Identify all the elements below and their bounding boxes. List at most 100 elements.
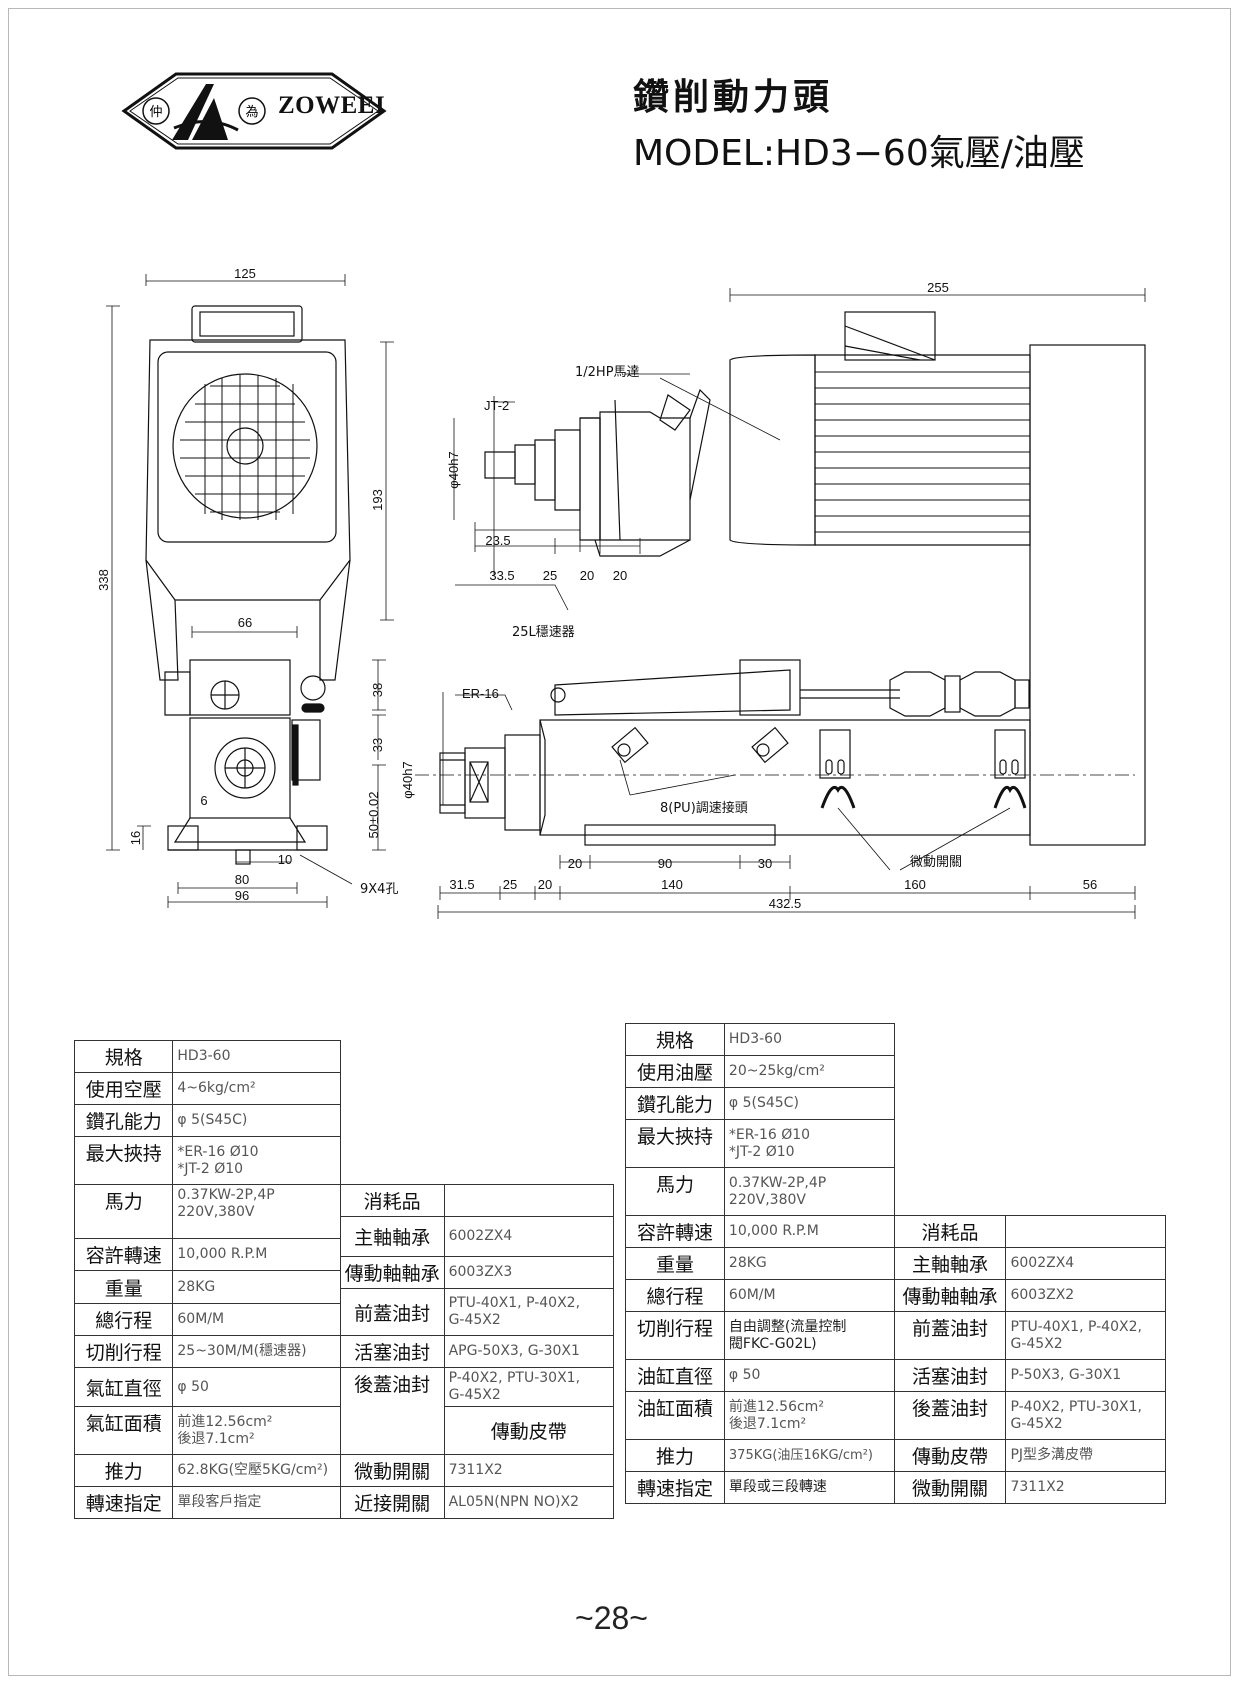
consumables-blank (443, 1184, 615, 1217)
dim-30: 30 (758, 856, 772, 871)
air-row-key: 氣缸直徑 (73, 1367, 174, 1407)
technical-drawing: 125 338 193 66 38 33 50±0.02 16 6 10 80 … (96, 266, 1146, 919)
air-row-key: 使用空壓 (73, 1072, 174, 1105)
air-row-value: 60M/M (172, 1303, 341, 1336)
air-row-value: 28KG (172, 1270, 341, 1304)
air-row-value: 10,000 R.P.M (172, 1238, 341, 1271)
air-row-value: φ 5(S45C) (172, 1104, 341, 1137)
hole-label: 9X4孔 (360, 882, 398, 897)
air-row-value: 4~6kg/cm² (172, 1072, 341, 1105)
oil-cons-value: 6002ZX4 (1005, 1247, 1166, 1280)
dim-31-5: 31.5 (449, 877, 474, 892)
air-row-key: 氣缸面積 (73, 1406, 174, 1455)
oil-row-value: HD3-60 (723, 1023, 895, 1056)
dim-193: 193 (370, 489, 385, 511)
oil-row-value: 375KG(油压16KG/cm²) (723, 1439, 895, 1472)
regulator-label: 25L穩速器 (512, 625, 575, 640)
air-row-key: 轉速指定 (73, 1486, 174, 1519)
logo-char-left: 仲 (149, 105, 162, 120)
air-cons-value: 7311X2 (443, 1454, 615, 1487)
dim-16: 16 (128, 831, 143, 845)
air-cons-value: APG-50X3, G-30X1 (443, 1335, 615, 1368)
page-number: ~28~ (575, 1600, 648, 1636)
air-row-value: 單段客戶指定 (172, 1486, 341, 1519)
dim-20-b1: 20 (568, 856, 582, 871)
air-cons-key: 近接開關 (339, 1486, 445, 1519)
oil-cons-key: 後蓋油封 (893, 1391, 1007, 1440)
air-row-key: 最大挾持 (73, 1136, 174, 1185)
dim-90: 90 (658, 856, 672, 871)
dim-25-top: 25 (543, 568, 557, 583)
oil-row-value: *ER-16 Ø10 *JT-2 Ø10 (723, 1119, 895, 1168)
air-row-value: HD3-60 (172, 1040, 341, 1073)
oil-cons-value: P-40X2, PTU-30X1, G-45X2 (1005, 1391, 1166, 1440)
air-cons-key: 傳動軸軸承 (339, 1256, 445, 1289)
oil-cons-value: P-50X3, G-30X1 (1005, 1359, 1166, 1392)
oil-row-value: 10,000 R.P.M (723, 1215, 895, 1248)
collet-top-label: JT-2 (484, 398, 509, 413)
dim-23-5: 23.5 (485, 533, 510, 548)
oil-row-value: 28KG (723, 1247, 895, 1280)
air-row-value: φ 50 (172, 1367, 341, 1407)
dim-66: 66 (238, 615, 252, 630)
air-row-key: 總行程 (73, 1303, 174, 1336)
switch-label: 微動開關 (910, 855, 962, 870)
oil-cons-value: 6003ZX2 (1005, 1279, 1166, 1312)
oil-row-key: 鑽孔能力 (625, 1087, 725, 1120)
air-row-value: *ER-16 Ø10 *JT-2 Ø10 (172, 1136, 341, 1185)
air-cons-key: 前蓋油封 (339, 1288, 445, 1336)
oil-row-key: 容許轉速 (625, 1215, 725, 1248)
page-border (8, 8, 1231, 1676)
page-title: 鑽削動力頭 (633, 77, 834, 118)
dim-140: 140 (661, 877, 683, 892)
collet-bottom-label: ER-16 (462, 686, 499, 701)
dim-10: 10 (278, 852, 292, 867)
air-cons-key: 活塞油封 (339, 1335, 445, 1368)
air-row-key: 容許轉速 (73, 1238, 174, 1271)
air-cons-key: 後蓋油封 (339, 1367, 445, 1455)
air-row-value: 62.8KG(空壓5KG/cm²) (172, 1454, 341, 1487)
oil-row-value: 0.37KW-2P,4P 220V,380V (723, 1167, 895, 1216)
model-title: MODEL:HD3−60氣壓/油壓 (633, 133, 1085, 174)
dim-25-b: 25 (503, 877, 517, 892)
dia-bottom: φ40h7 (400, 761, 415, 798)
oil-row-key: 油缸面積 (625, 1391, 725, 1440)
dim-50: 50±0.02 (366, 792, 381, 839)
oil-row-key: 馬力 (625, 1167, 725, 1216)
air-row-value: 0.37KW-2P,4P 220V,380V (172, 1184, 341, 1239)
oil-row-value: 60M/M (723, 1279, 895, 1312)
dim-38: 38 (370, 683, 385, 697)
air-row-key: 馬力 (73, 1184, 174, 1239)
oil-row-key: 重量 (625, 1247, 725, 1280)
oil-row-key: 切削行程 (625, 1311, 725, 1360)
oil-row-key: 推力 (625, 1439, 725, 1472)
dim-125: 125 (234, 266, 256, 281)
air-row-key: 鑽孔能力 (73, 1104, 174, 1137)
air-row-key: 重量 (73, 1270, 174, 1304)
dim-20-top-b: 20 (613, 568, 627, 583)
air-row-key: 規格 (73, 1040, 174, 1073)
oil-cons-value: 7311X2 (1005, 1471, 1166, 1504)
oil-cons-key: 傳動軸軸承 (893, 1279, 1007, 1312)
air-cons-value: AL05N(NPN NO)X2 (443, 1486, 615, 1519)
logo-text: ZOWEEI (278, 92, 386, 119)
oil-cons-key: 傳動皮帶 (893, 1439, 1007, 1472)
oil-row-key: 油缸直徑 (625, 1359, 725, 1392)
dim-432-5: 432.5 (769, 896, 802, 911)
oil-row-value: 自由調整(流量控制 閥FKC-G02L) (723, 1311, 895, 1360)
dim-338: 338 (96, 569, 111, 591)
zoweei-logo: 仲 為 (121, 72, 387, 150)
consumables-title: 消耗品 (893, 1215, 1007, 1248)
pu-label: 8(PU)調速接頭 (660, 800, 748, 816)
air-row-key: 推力 (73, 1454, 174, 1487)
dia-top: φ40h7 (446, 451, 461, 488)
oil-row-value: 單段或三段轉速 (723, 1471, 895, 1504)
oil-cons-value: PTU-40X1, P-40X2, G-45X2 (1005, 1311, 1166, 1360)
oil-cons-key: 活塞油封 (893, 1359, 1007, 1392)
dim-6: 6 (200, 793, 207, 808)
air-row-key: 切削行程 (73, 1335, 174, 1368)
oil-cons-value: PJ型多溝皮帶 (1005, 1439, 1166, 1472)
consumables-blank (1005, 1215, 1166, 1248)
oil-row-key: 轉速指定 (625, 1471, 725, 1504)
